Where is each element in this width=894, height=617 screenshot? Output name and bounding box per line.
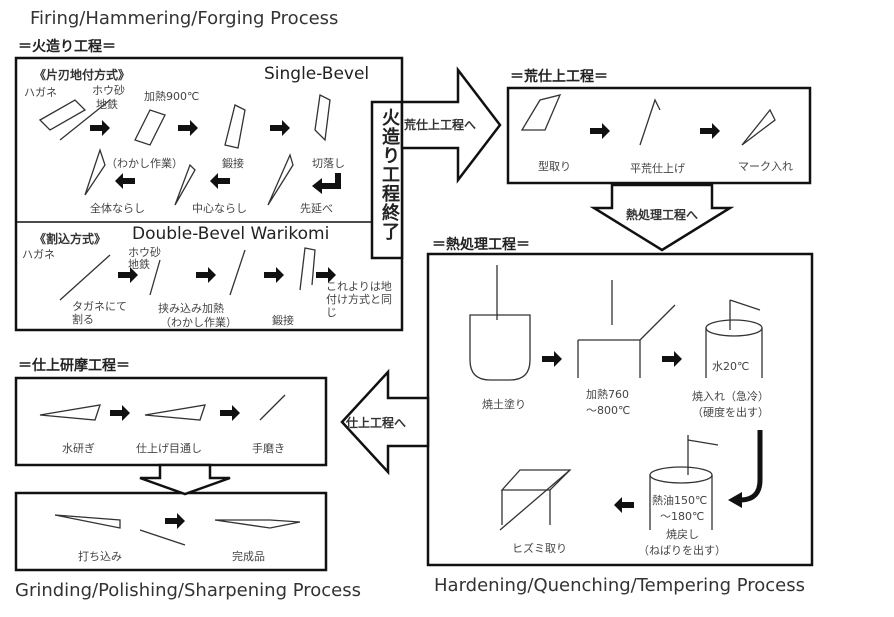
forging-end-label: 火造り工程終了: [379, 108, 400, 241]
section-title-heat: ＝熱処理工程＝: [432, 237, 530, 253]
section-title-rough: ＝荒仕上工程＝: [510, 69, 608, 85]
label: ハガネ: [24, 86, 57, 99]
final-box: [14, 491, 328, 572]
label: ホウ砂: [128, 246, 161, 259]
label: 地鉄: [96, 98, 118, 111]
to-finish-arrow: [340, 368, 430, 476]
caption-double-bevel: Double-Bevel Warikomi: [132, 224, 330, 244]
label: ヒズミ取り: [512, 542, 567, 555]
label: 加熱900℃: [144, 90, 200, 103]
label: 地鉄: [128, 258, 150, 271]
label: ハガネ: [22, 248, 55, 261]
label: 中心ならし: [192, 202, 247, 215]
label: 水20℃: [712, 360, 750, 373]
label: タガネにて割る: [72, 300, 127, 326]
label: ～180℃: [660, 510, 705, 523]
to-heat-arrow: [589, 183, 735, 252]
label: 完成品: [232, 550, 265, 563]
rough-box: [506, 86, 812, 185]
sketch-illustrations: [38, 94, 776, 546]
label: 鍛接: [272, 314, 294, 327]
curve-arrow: [739, 430, 763, 503]
label: ～800℃: [586, 404, 631, 417]
finish-down-arrow: [139, 463, 231, 496]
label: 全体ならし: [90, 202, 145, 215]
section-title-finish: ＝仕上研摩工程＝: [18, 358, 130, 374]
label: 仕上げ目通し: [136, 442, 202, 455]
label: （ねばりを出す）: [638, 544, 726, 557]
label: 切落し: [312, 157, 345, 170]
label: （硬度を出す）: [692, 406, 769, 419]
label: 型取り: [538, 160, 571, 173]
caption-grinding: Grinding/Polishing/Sharpening Process: [15, 580, 362, 601]
caption-single-bevel: Single-Bevel: [264, 64, 370, 84]
label: （わかし作業）: [160, 316, 237, 329]
caption-forging: Firing/Hammering/Forging Process: [30, 8, 339, 29]
label: ホウ砂: [92, 84, 125, 97]
to-finish-label: 仕上工程へ: [346, 416, 407, 430]
label: これよりは地付け方式と同じ: [326, 280, 392, 319]
to-rough-arrow: [400, 66, 502, 184]
label: 焼戻し: [666, 528, 699, 541]
label: 手磨き: [252, 442, 285, 455]
caption-hardening: Hardening/Quenching/Tempering Process: [434, 575, 806, 596]
label: 平荒仕上げ: [630, 162, 685, 175]
label: 焼入れ（急冷）: [692, 390, 769, 403]
to-rough-label: 荒仕上工程へ: [404, 118, 477, 132]
label: 先延べ: [300, 202, 333, 215]
label: 熱油150℃: [652, 494, 708, 507]
forging-end-box: [370, 100, 404, 260]
single-bevel-title: 《片刃地付方式》: [34, 68, 131, 82]
label: 打ち込み: [78, 550, 122, 563]
to-heat-label: 熱処理工程へ: [625, 208, 698, 222]
label: 鍛接: [222, 157, 244, 170]
step-arrows: [90, 120, 720, 529]
label: マーク入れ: [738, 160, 793, 173]
label: 挟み込み加熱: [158, 302, 224, 315]
label: （わかし作業）: [106, 157, 183, 170]
label: 加熱760: [586, 388, 629, 401]
section-title-forging: ＝火造り工程＝: [18, 39, 116, 55]
label: 水研ぎ: [62, 442, 95, 455]
label: 焼土塗り: [482, 398, 526, 411]
double-bevel-title: 《割込方式》: [34, 232, 107, 246]
